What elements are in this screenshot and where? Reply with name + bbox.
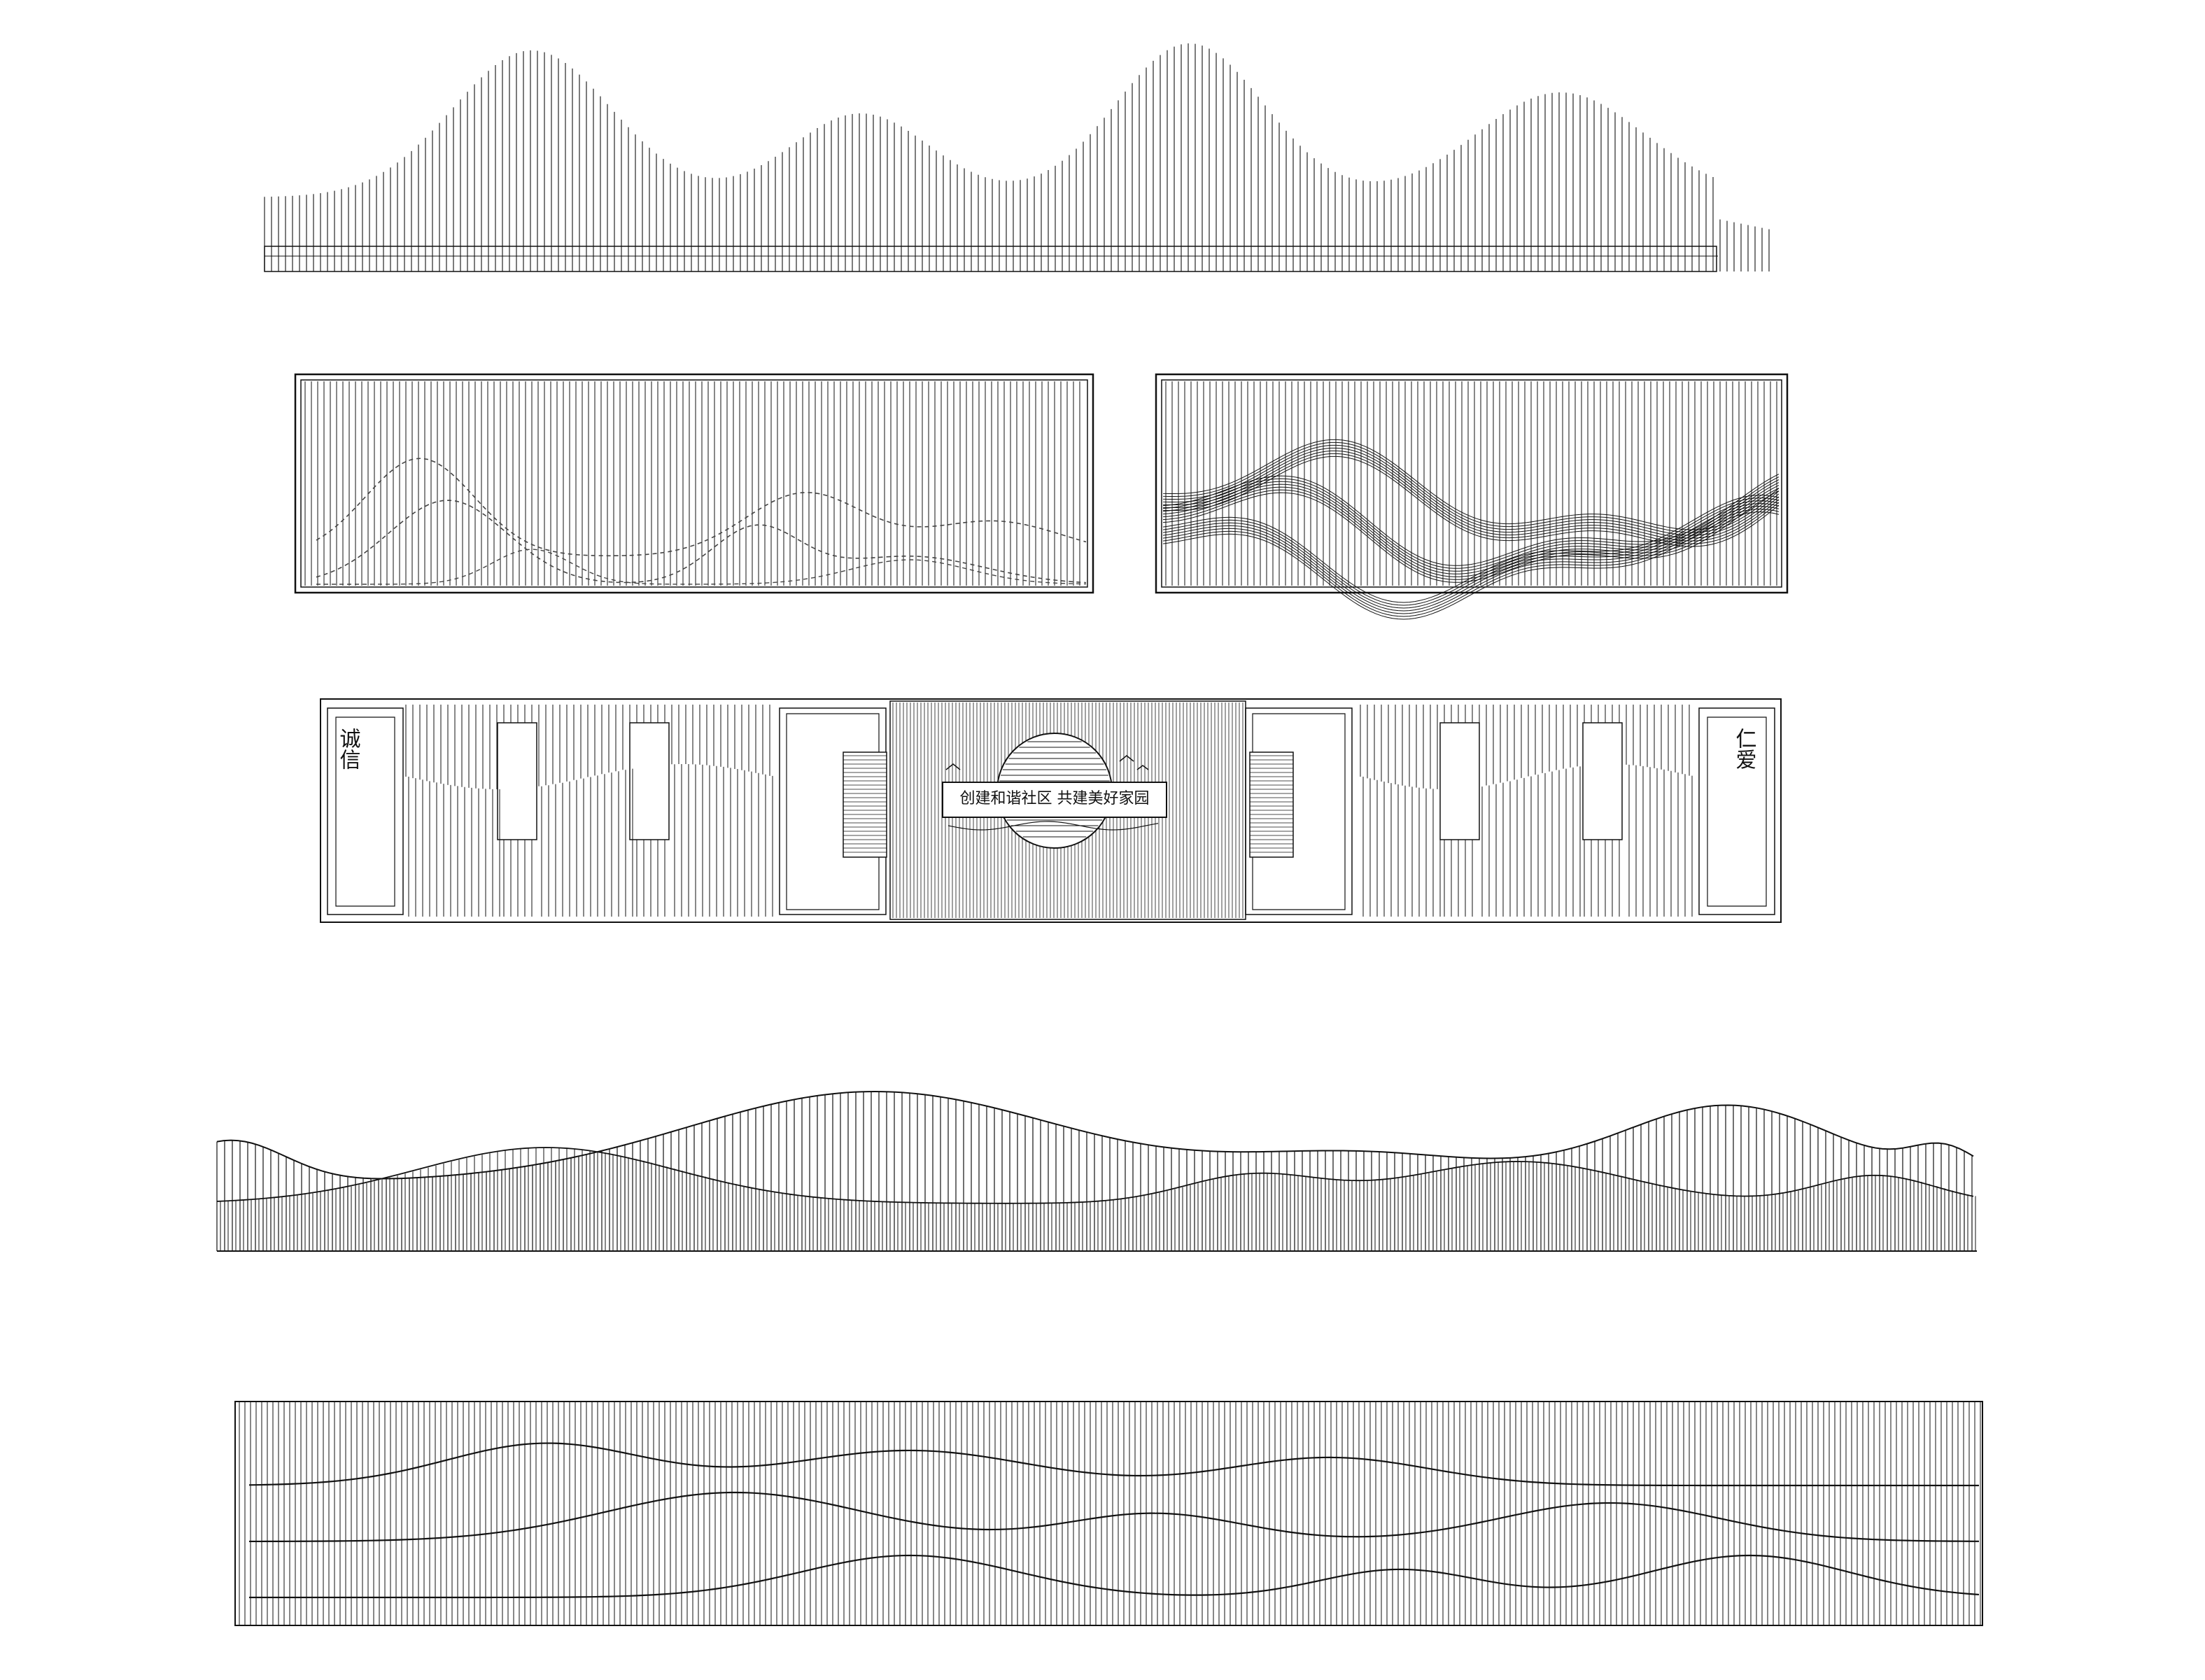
rectangular-grille-contours-panel	[235, 1402, 1982, 1625]
right-plaque-text: 仁爱	[1732, 728, 1756, 770]
wave-top-grille-panel	[217, 1092, 1977, 1251]
mountain-grille-silhouette-panel	[265, 43, 1769, 271]
left-plaque-text: 诚信	[336, 728, 361, 770]
framed-grille-dashed-mountains-panel	[295, 374, 1093, 593]
framed-grille-ribbon-waves-panel	[1156, 374, 1787, 619]
center-slogan-text: 创建和谐社区 共建美好家园	[960, 790, 1150, 807]
